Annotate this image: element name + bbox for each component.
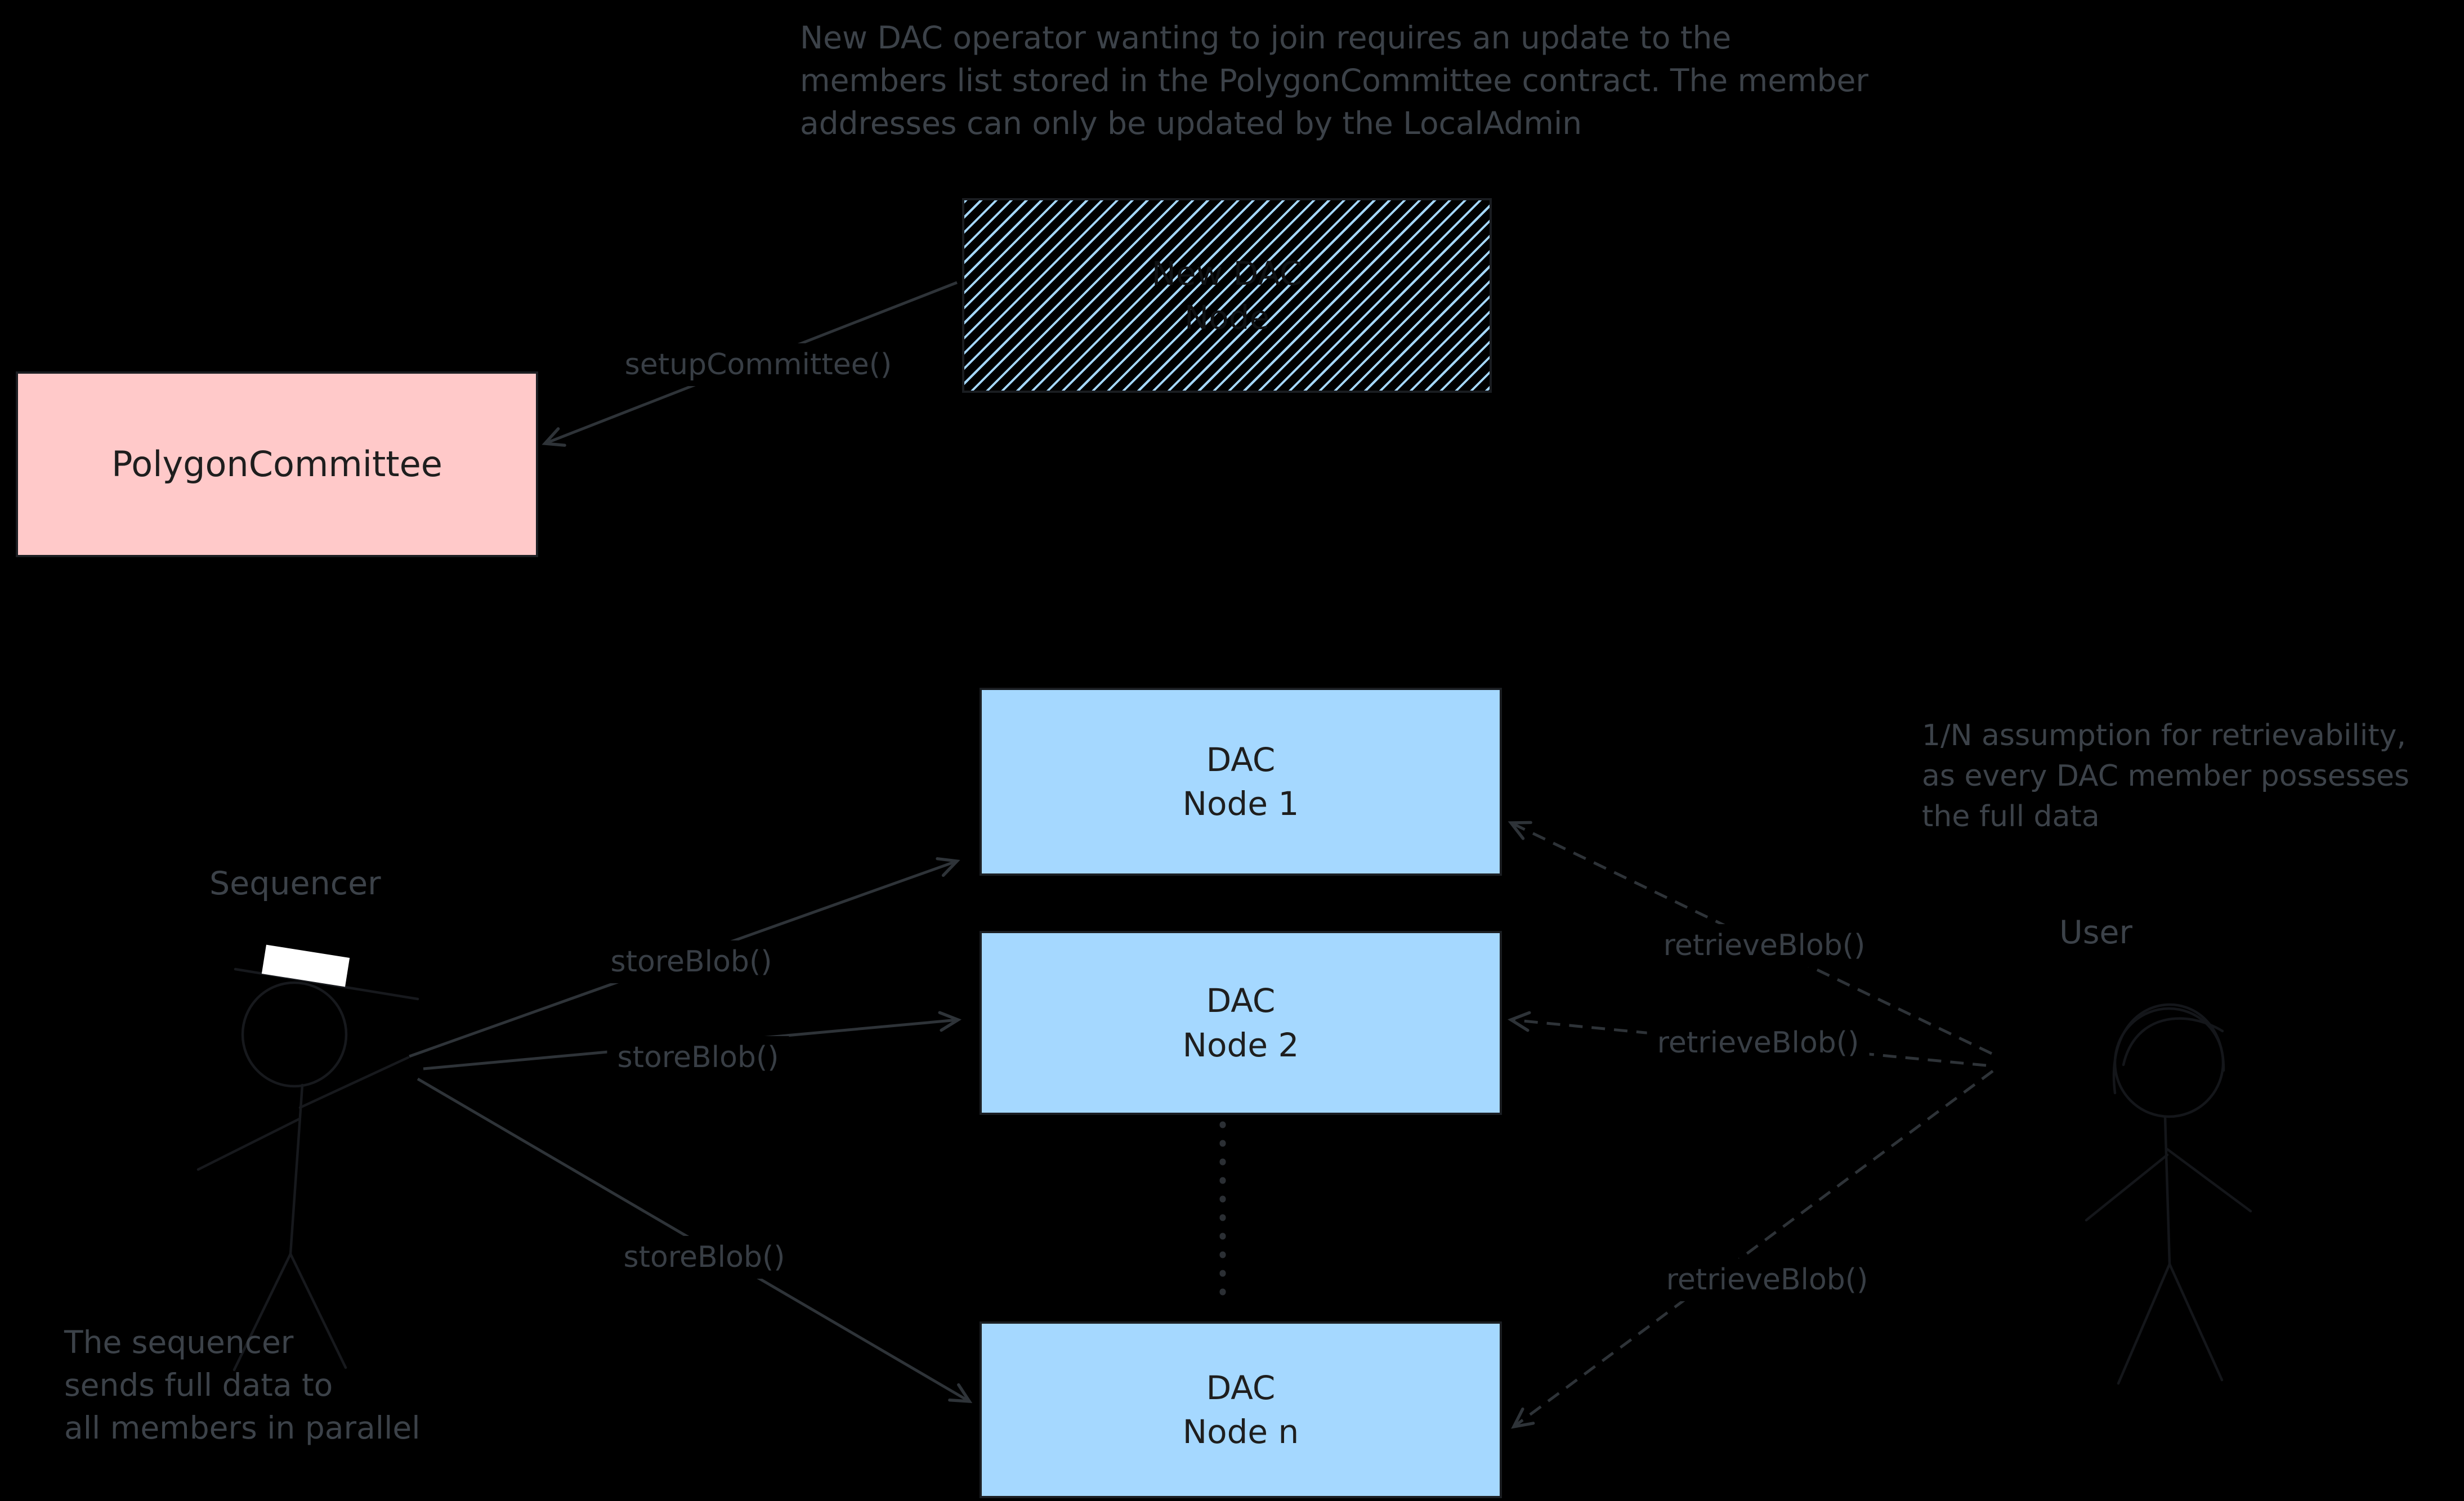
polygon-committee-box: PolygonCommittee <box>16 371 538 557</box>
store-blob-label-3: storeBlob() <box>613 1236 795 1279</box>
retrieve-blob-label-3: retrieveBlob() <box>1656 1258 1879 1301</box>
dac-node-2-box: DAC Node 2 <box>980 931 1502 1115</box>
store-blob-label-1: storeBlob() <box>600 940 782 983</box>
retrievability-note: 1/N assumption for retrievability, as ev… <box>1922 719 2410 834</box>
dac-node-1-label: DAC Node 1 <box>1182 740 1299 823</box>
polygon-committee-label: PolygonCommittee <box>111 443 442 485</box>
user-hair-outer <box>2112 1003 2225 1095</box>
sequencer-leg-right <box>289 1252 347 1369</box>
user-label: User <box>2059 914 2132 951</box>
user-body <box>2163 1115 2171 1266</box>
retrieve-blob-arrow-3 <box>1511 1069 1994 1429</box>
user-arm-right <box>2166 1148 2252 1213</box>
sequencer-note: The sequencer sends full data to all mem… <box>64 1324 421 1446</box>
sequencer-figure <box>196 967 419 1372</box>
user-arm-left <box>2085 1153 2169 1222</box>
user-leg-right <box>2168 1262 2224 1382</box>
user-figure <box>2085 1003 2252 1385</box>
user-hair-inner <box>2122 1017 2224 1067</box>
sequencer-arm-left <box>196 1117 301 1171</box>
sequencer-arm-right <box>298 1056 410 1109</box>
dac-node-1-box: DAC Node 1 <box>980 688 1502 876</box>
sequencer-body <box>289 1083 304 1256</box>
dac-node-n-label: DAC Node n <box>1182 1368 1299 1451</box>
setup-committee-label: setupCommittee() <box>614 343 902 386</box>
new-dac-node-box: New DAC Node <box>962 198 1492 393</box>
sequencer-head <box>241 981 348 1088</box>
retrieve-blob-label-2: retrieveBlob() <box>1647 1021 1870 1064</box>
dac-node-2-label: DAC Node 2 <box>1182 982 1299 1064</box>
store-blob-label-2: storeBlob() <box>607 1036 789 1079</box>
dac-node-n-box: DAC Node n <box>980 1321 1502 1498</box>
retrieve-blob-label-1: retrieveBlob() <box>1653 924 1876 967</box>
new-dac-node-label: New DAC Node <box>1151 254 1303 337</box>
sequencer-hat-highlight <box>261 944 350 987</box>
top-note: New DAC operator wanting to join require… <box>800 20 1869 141</box>
user-leg-left <box>2117 1262 2171 1385</box>
sequencer-label: Sequencer <box>209 865 381 902</box>
sequencer-leg-left <box>232 1252 292 1372</box>
